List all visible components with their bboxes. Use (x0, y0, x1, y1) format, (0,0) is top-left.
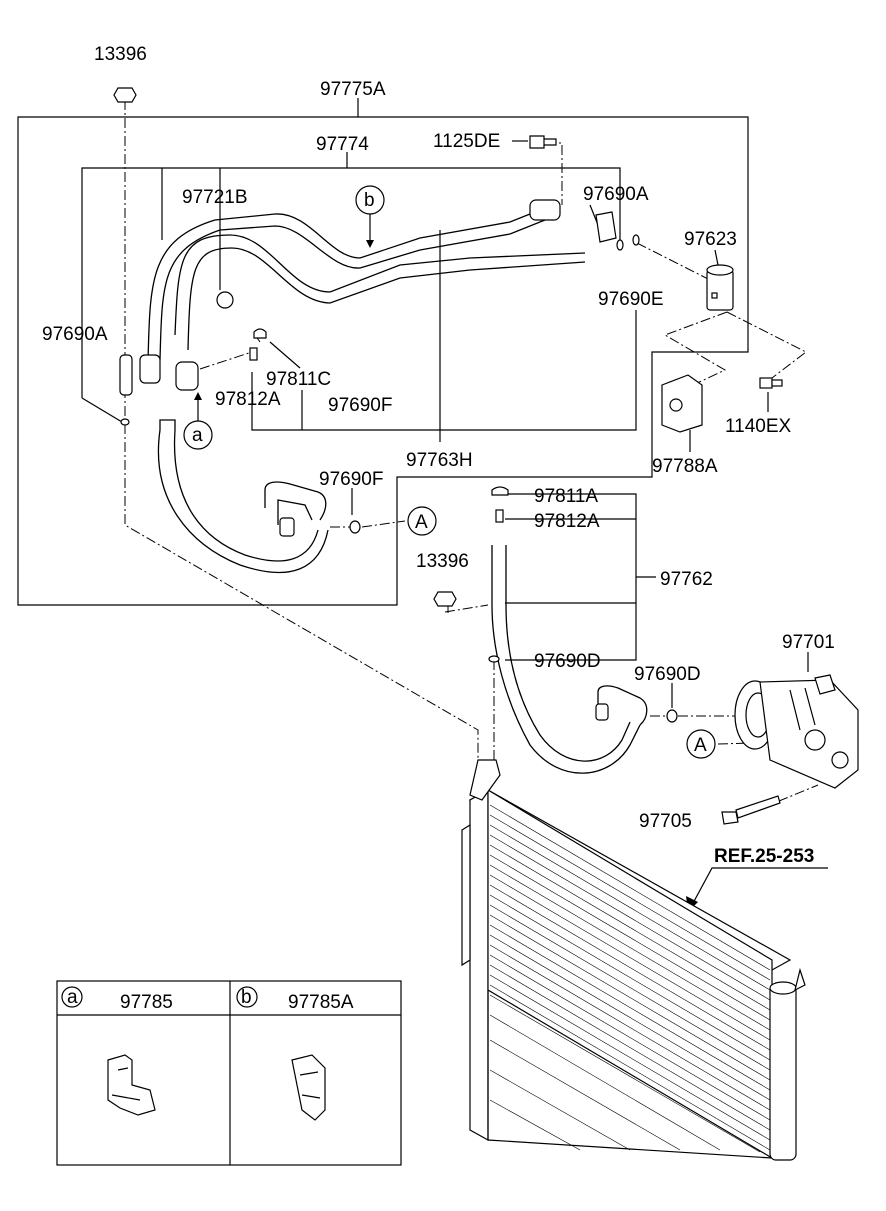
compressor-97701 (734, 674, 859, 789)
chain-nut-top (124, 100, 479, 760)
fitting-690f (279, 517, 295, 537)
callout-A-top-circle (407, 506, 437, 536)
leader-97623 (714, 249, 719, 266)
legend-table (56, 980, 402, 1166)
label-oring-690a-left: 97690A (42, 324, 108, 345)
label-oring-690f-a: 97690F (328, 395, 392, 416)
label-hose-762: 97762 (660, 569, 713, 590)
label-nut-top: 13396 (94, 44, 147, 65)
oring-97690d-b-part (666, 709, 678, 723)
upper-hose-lines (147, 207, 586, 574)
label-cap-811c: 97811C (266, 369, 331, 390)
leader-97811c (269, 341, 301, 369)
label-bolt-1140: 1140EX (725, 416, 792, 437)
clip-97785a-part (291, 1054, 326, 1121)
chain-690f (330, 520, 406, 528)
fitting-left-mid (139, 354, 161, 384)
label-ref[interactable]: REF.25-253 (714, 846, 814, 867)
label-bolt-705: 97705 (639, 811, 692, 832)
label-oring-690a-top: 97690A (583, 184, 649, 205)
oring-97690a-top-part (616, 239, 624, 251)
oring-97690f-part (349, 520, 361, 534)
legend-b-key: b (241, 987, 252, 1008)
cover-97788a (661, 374, 703, 433)
label-bolt-1125: 1125DE (433, 131, 500, 152)
chain-cover (663, 311, 728, 386)
core-97812a-b-part (495, 509, 504, 523)
callout-A-comp-text: A (694, 735, 707, 756)
cap-97811c-part (253, 328, 267, 339)
hose-assembly-boundary (17, 116, 749, 606)
bracket-97774 (81, 152, 621, 398)
callout-a-text: a (192, 425, 203, 446)
core-97812a-part (249, 347, 258, 361)
label-pipe-assy: 97774 (316, 134, 369, 155)
clip-97721b (216, 291, 234, 309)
leader-97690e (251, 340, 637, 431)
fitting-left-low (119, 354, 133, 396)
legend-a-part: 97785 (120, 992, 173, 1013)
condenser (461, 759, 806, 1161)
pipe-fitting-top (529, 199, 561, 221)
label-oring-690d-a: 97690D (534, 651, 601, 672)
callout-a-arrowhead (194, 392, 202, 400)
oring-97690a-left-part (120, 418, 130, 426)
oring-97690e-part (632, 234, 640, 246)
label-pipe-763h: 97763H (406, 450, 473, 471)
clip-97785-part (107, 1054, 156, 1116)
ref-leader (691, 867, 828, 906)
bracket-97762 (505, 493, 656, 661)
leader-97690a-left (81, 397, 123, 423)
label-cap-811a: 97811A (534, 486, 598, 507)
nut-13396-mid-part (433, 591, 457, 607)
bolt-97705-part (721, 795, 781, 825)
nut-13396-top-part (113, 87, 137, 103)
label-core-812a: 97812A (215, 389, 281, 410)
label-valve-623: 97623 (684, 229, 737, 250)
callout-A-comp-circle (686, 729, 716, 759)
chain-valve (636, 242, 807, 382)
label-clip-b: 97721B (182, 187, 248, 208)
label-compressor: 97701 (782, 632, 835, 653)
label-oring-690f-b: 97690F (319, 469, 383, 490)
legend-b-circle (236, 986, 258, 1008)
callout-b-text: b (364, 190, 375, 211)
callout-A-top-text: A (415, 512, 428, 533)
label-oring-690d-b: 97690D (634, 664, 701, 685)
label-nut-mid: 13396 (416, 551, 469, 572)
label-oring-690e: 97690E (598, 289, 664, 310)
bolt-1125de-part (529, 135, 557, 149)
fitting-a (175, 361, 199, 391)
legend-b-part: 97785A (288, 992, 354, 1013)
oring-97690d-a-part (488, 655, 500, 663)
legend-a-key: a (67, 987, 78, 1008)
bolt-1140ex-part (759, 377, 783, 389)
label-core-812a-b: 97812A (534, 511, 600, 532)
label-hose-assy: 97775A (320, 79, 386, 100)
cap-97811a-part (491, 486, 509, 496)
chain-bolt-1125 (546, 142, 563, 205)
condenser-fins (489, 804, 771, 1153)
expansion-valve-97623 (706, 264, 734, 311)
hose-97762 (491, 545, 648, 774)
callout-b-arrowhead (366, 240, 374, 248)
label-cover-788a: 97788A (652, 456, 718, 477)
legend-a-circle (61, 986, 83, 1008)
expansion-flange (595, 211, 617, 243)
